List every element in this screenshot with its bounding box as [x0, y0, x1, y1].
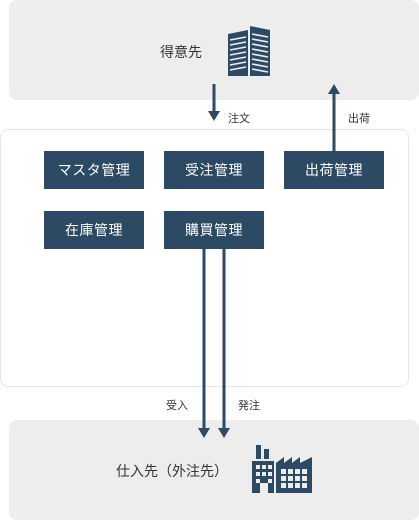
flow-label-receiving: 受入	[166, 399, 188, 412]
flow-label-shipment: 出荷	[348, 112, 370, 125]
shipment-arrow-head	[328, 84, 340, 94]
office-buildings-icon	[228, 26, 270, 76]
customer-band	[9, 0, 419, 100]
flow-label-purchase-order: 発注	[238, 399, 260, 412]
module-master: マスタ管理	[44, 151, 144, 189]
module-inventory: 在庫管理	[44, 211, 144, 249]
purchase-order-arrow-head	[218, 428, 230, 438]
module-purchasing: 購買管理	[164, 211, 264, 249]
customer-label: 得意先	[160, 45, 202, 61]
module-shipping: 出荷管理	[284, 151, 384, 189]
order-arrow-head	[208, 111, 220, 121]
supplier-band	[9, 420, 419, 520]
factory-icon	[252, 445, 312, 493]
receiving-arrow-head	[198, 428, 210, 438]
supplier-label: 仕入先（外注先）	[116, 464, 228, 480]
module-order-receiving: 受注管理	[164, 151, 264, 189]
flow-label-order: 注文	[228, 112, 250, 125]
